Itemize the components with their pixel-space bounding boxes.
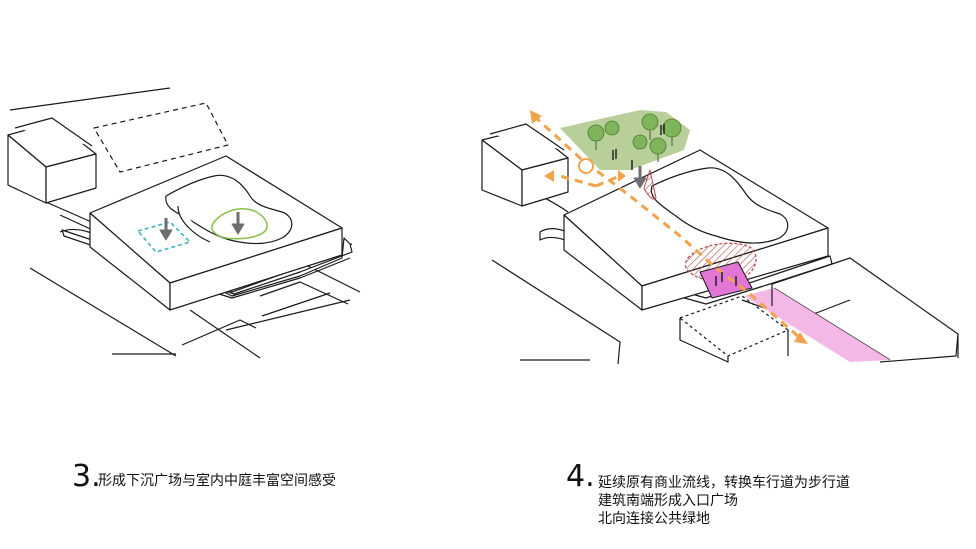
main-building-3 bbox=[89, 155, 343, 311]
arrow-icon bbox=[530, 110, 808, 344]
small-building-3 bbox=[7, 117, 97, 204]
people-icon bbox=[612, 124, 737, 286]
caption-4-line-2: 建筑南端形成入口广场 bbox=[598, 493, 738, 509]
caption-4-line-3: 北向连接公共绿地 bbox=[598, 511, 710, 527]
entrance-plaza bbox=[699, 261, 753, 299]
diagram-3 bbox=[7, 87, 361, 359]
street-buildings-4 bbox=[679, 257, 959, 363]
caption-4-line-1: 延续原有商业流线，转换车行道为步行道 bbox=[598, 475, 850, 491]
down-arrow-icon bbox=[633, 166, 647, 189]
diagram-4 bbox=[481, 110, 959, 365]
sunken-plaza-outline bbox=[211, 208, 268, 240]
dashed-plot-outline bbox=[93, 102, 229, 173]
caption-3-number: 3. bbox=[72, 459, 101, 494]
small-building-4 bbox=[481, 123, 569, 207]
flow-path bbox=[532, 114, 801, 340]
pedestrian-walkway bbox=[744, 288, 890, 362]
tree-trunk bbox=[595, 130, 673, 162]
main-building-4 bbox=[563, 149, 829, 311]
atrium-dashed-square bbox=[137, 221, 191, 253]
caption-4-number: 4. bbox=[566, 459, 595, 494]
node-circle bbox=[578, 158, 594, 174]
caption-3-line-1: 形成下沉广场与室内中庭丰富空间感受 bbox=[98, 473, 336, 489]
down-arrow-icon bbox=[159, 212, 245, 241]
